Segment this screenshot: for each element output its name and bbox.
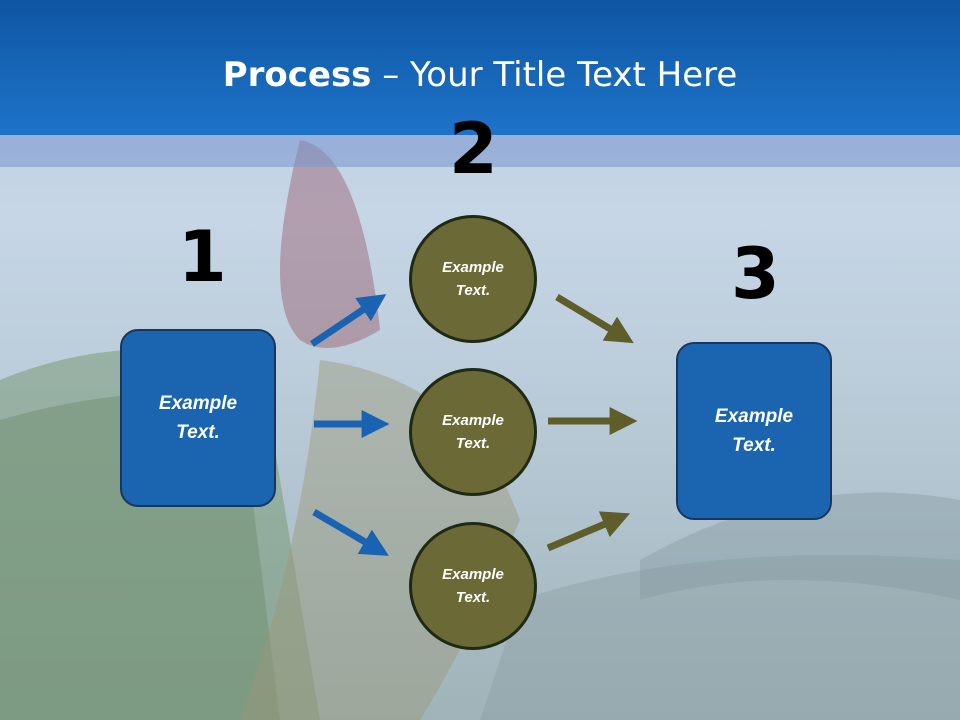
slide-title: Process – Your Title Text Here [0,52,960,98]
step-number-2: 2 [449,108,498,190]
arrow-1-to-bottom [312,508,389,556]
step-3-box: Example Text. [676,342,832,520]
arrow-1-to-top [310,294,387,347]
step-1-box: Example Text. [120,329,276,507]
circle-middle-label: Example Text. [442,412,504,452]
step-1-label: Example Text. [158,393,238,443]
circle-top-label: Example Text. [442,259,504,299]
title-rest: – Your Title Text Here [371,55,738,95]
title-bold: Process [222,55,372,95]
arrow-top-to-3 [555,293,634,344]
step-number-1: 1 [178,216,227,298]
step-2-circle-top: Example Text. [409,215,537,343]
step-3-label: Example Text. [714,406,794,456]
step-number-3: 3 [731,233,780,315]
step-2-circle-middle: Example Text. [409,368,537,496]
arrow-bottom-to-3 [546,511,631,552]
circle-bottom-label: Example Text. [442,566,504,606]
title-band [0,135,960,167]
title-bar [0,0,960,135]
step-2-circle-bottom: Example Text. [409,522,537,650]
